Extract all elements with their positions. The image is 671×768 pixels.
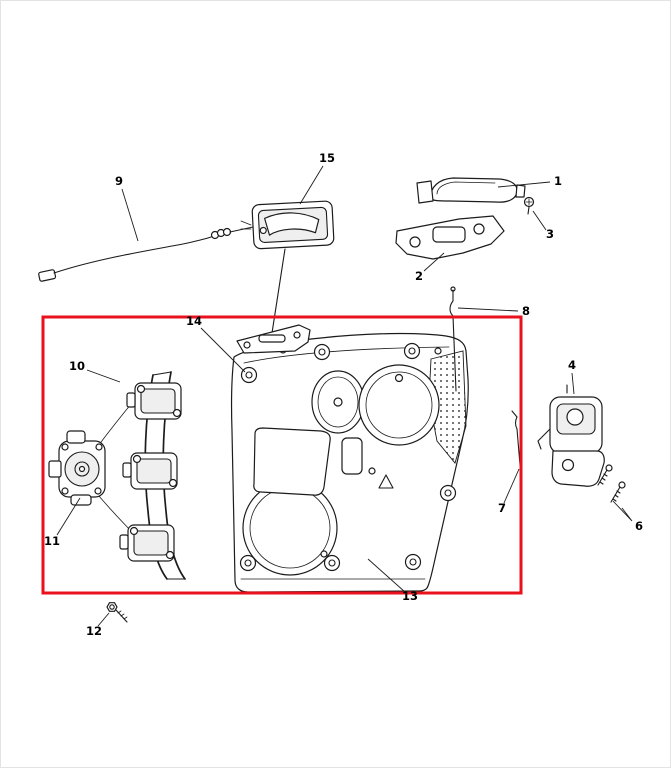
- release-cable: [38, 226, 254, 282]
- callout-14: 14: [186, 314, 202, 328]
- callout-11: 11: [44, 534, 60, 548]
- latch-assembly: [537, 384, 605, 487]
- callout-9: 9: [115, 174, 123, 188]
- handle-bracket: [236, 324, 311, 354]
- callout-12: 12: [86, 624, 102, 638]
- callout-10: 10: [69, 359, 85, 373]
- callout-6: 6: [635, 519, 643, 533]
- handle-clip: [240, 220, 252, 230]
- regulator-motor: [48, 430, 106, 506]
- callout-labels: 1 2 3 4 6 7 8 9 10 11 12 13 14 15: [44, 151, 643, 638]
- door-module-panel: [231, 332, 469, 593]
- latch-screws: [597, 464, 626, 503]
- handle-screw: [523, 196, 535, 215]
- callout-8: 8: [522, 304, 530, 318]
- callout-15: 15: [319, 151, 335, 165]
- highlight-box: [41, 315, 523, 595]
- inner-door-handle: [251, 200, 335, 250]
- handle-carrier-bracket: [395, 215, 505, 260]
- callout-1: 1: [554, 174, 562, 188]
- mounting-bolt: [106, 602, 128, 623]
- callout-13: 13: [402, 589, 418, 603]
- callout-2: 2: [415, 269, 423, 283]
- exterior-door-handle: [416, 177, 526, 204]
- callout-4: 4: [568, 358, 576, 372]
- regulator-carriage-top: [126, 382, 182, 420]
- callout-3: 3: [546, 227, 554, 241]
- callout-7: 7: [498, 501, 506, 515]
- lock-rod-7: [511, 410, 523, 490]
- leader-lines: [56, 165, 633, 627]
- handle-to-bracket-link: [271, 248, 286, 334]
- regulator-carriage-bottom: [119, 524, 175, 562]
- window-regulator: [92, 371, 186, 580]
- regulator-carriage-mid: [122, 452, 178, 490]
- panel-bolt-holes: [239, 342, 457, 572]
